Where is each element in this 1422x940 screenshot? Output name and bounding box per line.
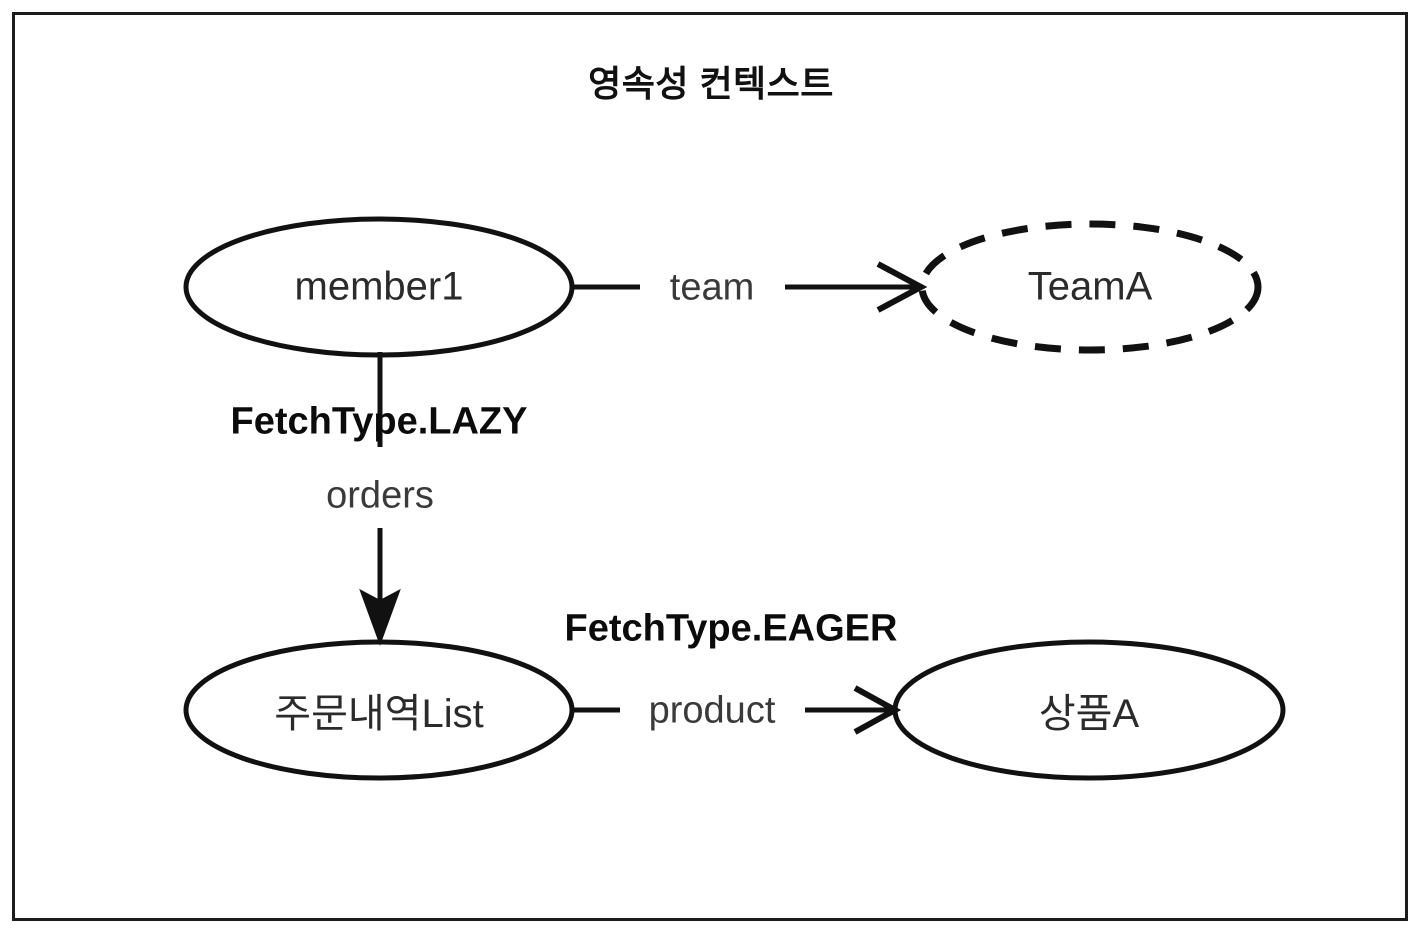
- diagram-title: 영속성 컨텍스트: [588, 63, 834, 104]
- node-ellipse-teama[interactable]: [918, 220, 1262, 354]
- edge-arrowhead-orders: [359, 588, 401, 646]
- node-label-member1: member1: [294, 264, 464, 309]
- node-label-orderlist: 주문내역List: [274, 692, 484, 736]
- edge-arrowhead-product: [853, 685, 902, 735]
- node-label-teama: TeamA: [1027, 264, 1153, 309]
- edge-arrowhead-team: [876, 261, 928, 313]
- node-label-producta: 상품A: [1038, 692, 1140, 736]
- annotation-fetchtype-eager: FetchType.EAGER: [564, 607, 898, 650]
- edge-label-team: team: [669, 266, 755, 309]
- annotation-fetchtype-lazy: FetchType.LAZY: [230, 400, 528, 443]
- edge-label-product: product: [648, 689, 776, 732]
- edge-label-orders: orders: [326, 474, 434, 517]
